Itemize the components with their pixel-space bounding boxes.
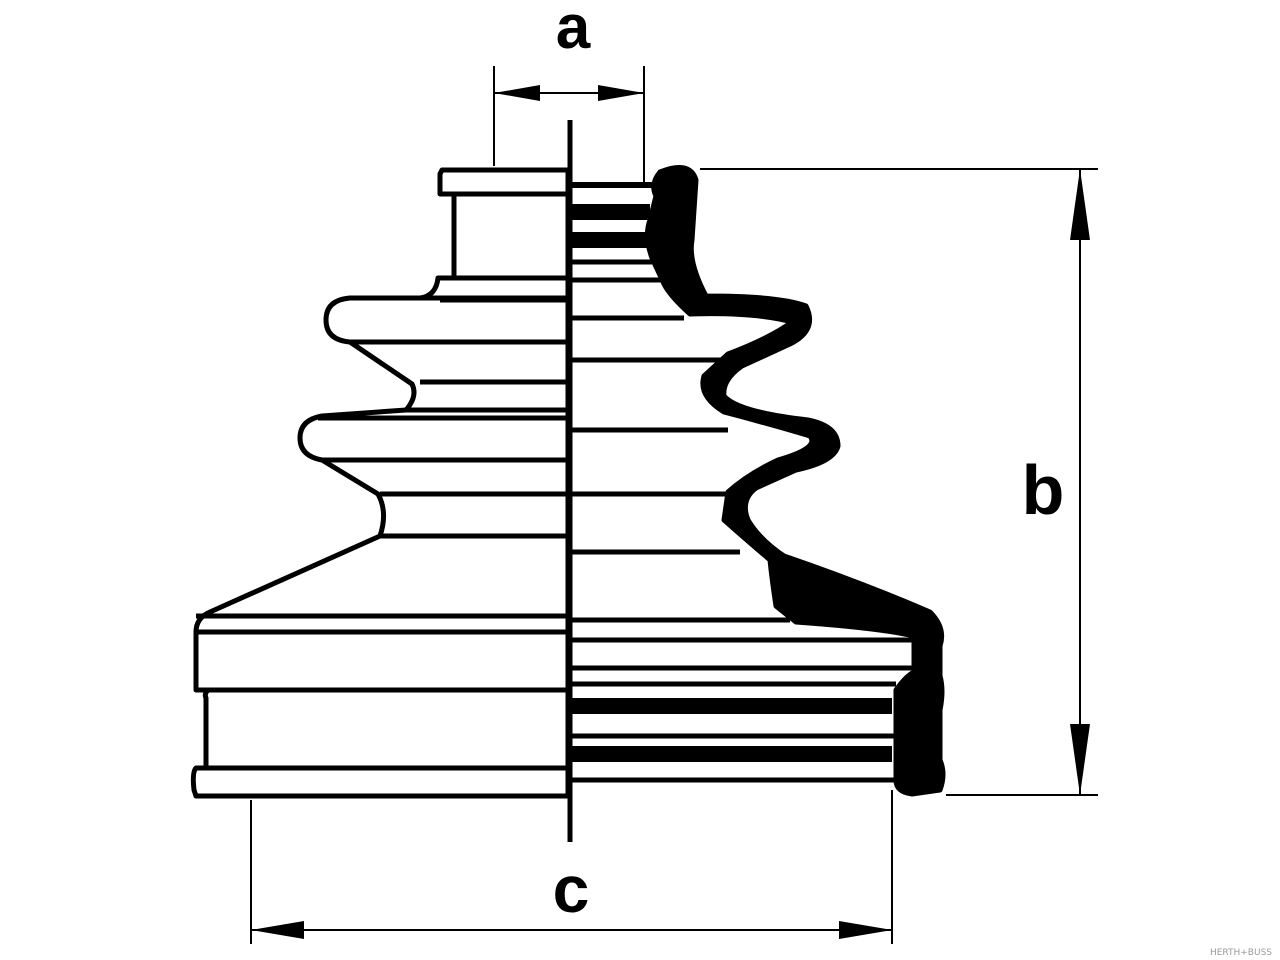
base-band — [193, 629, 571, 693]
shoulder — [417, 275, 571, 301]
fold-2 — [297, 407, 571, 463]
dimension-c: c — [250, 790, 893, 944]
clamp-band-bottom-1 — [570, 698, 892, 714]
boot-outer-view — [190, 167, 571, 799]
bottom-lip — [190, 765, 571, 799]
groove-2 — [319, 457, 571, 539]
dimension-b: b — [700, 168, 1098, 796]
arrow-head — [839, 921, 892, 939]
arrow-head — [1070, 724, 1090, 795]
neck — [451, 191, 571, 281]
watermark-text: HERTH+BUSS — [1210, 948, 1272, 958]
dimension-label-b: b — [1022, 451, 1065, 529]
fold-1 — [323, 295, 571, 345]
boot-section-view — [570, 165, 946, 797]
groove-1 — [347, 339, 571, 413]
arrow-head — [598, 85, 644, 101]
arrow-head — [494, 85, 540, 101]
arrow-head — [251, 921, 304, 939]
clamp-band-top-1 — [570, 204, 650, 220]
clamp-band-top-2 — [570, 232, 650, 248]
boot-wall-section — [644, 165, 946, 797]
clamp-band-bottom-2 — [570, 746, 892, 762]
arrow-head — [1070, 169, 1090, 240]
dimension-label-a: a — [556, 0, 591, 62]
top-collar — [437, 167, 571, 197]
dimension-label-c: c — [553, 852, 590, 926]
dimension-a: a — [493, 0, 645, 188]
section-line — [570, 182, 658, 188]
base-step — [202, 687, 571, 771]
